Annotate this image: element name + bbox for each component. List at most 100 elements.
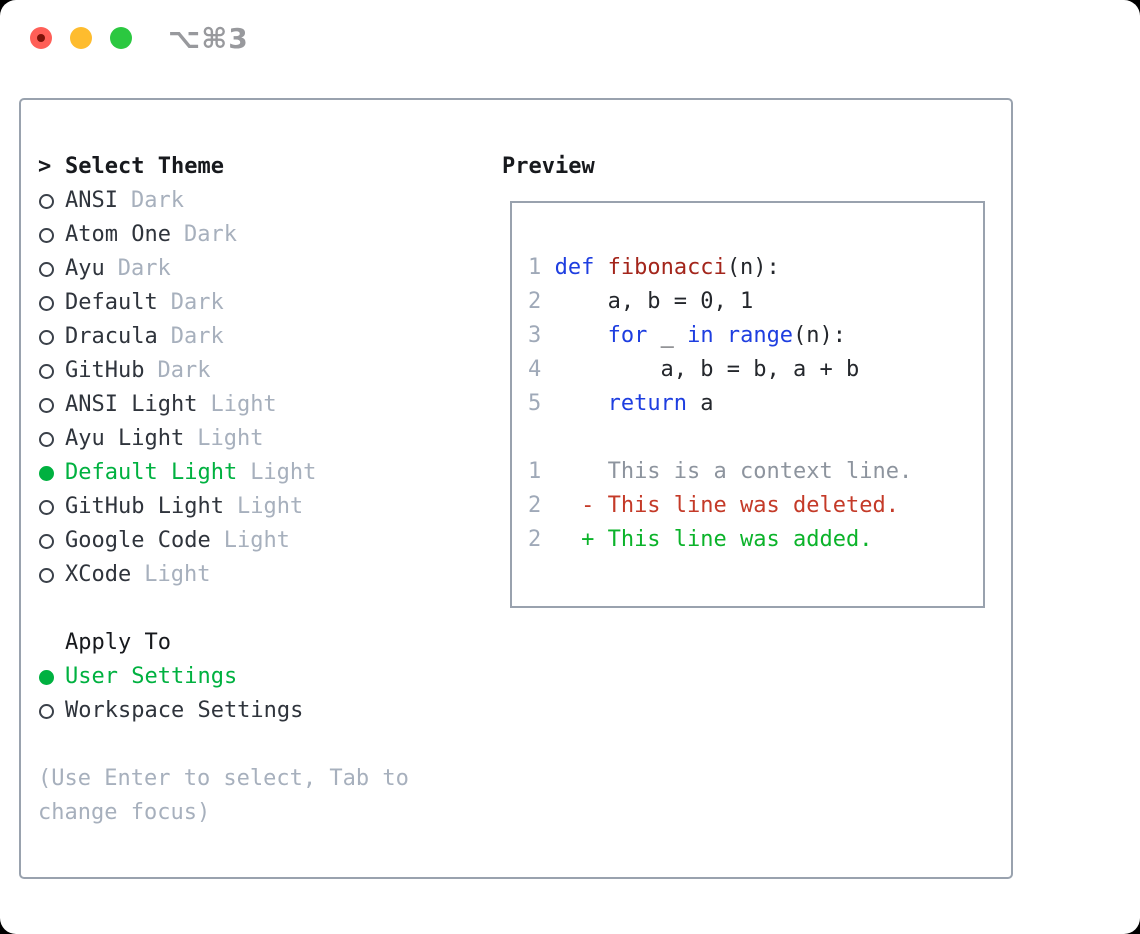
radio-selected-icon <box>39 465 54 481</box>
code-token: _ <box>647 323 688 348</box>
code-token: in <box>687 323 714 348</box>
theme-variant-tag: Light <box>223 528 290 553</box>
theme-item-ayu-light[interactable]: Ayu Light Light <box>38 422 409 456</box>
theme-item-label: Default <box>65 290 158 315</box>
theme-item-github[interactable]: GitHub Dark <box>38 354 409 388</box>
minimize-button[interactable] <box>70 27 92 49</box>
apply-option-user-settings[interactable]: User Settings <box>38 660 409 694</box>
code-line <box>528 421 983 455</box>
hint-text-line-2: change focus) <box>38 800 211 825</box>
line-number <box>528 421 541 455</box>
titlebar: ⌥⌘3 <box>0 0 1140 75</box>
code-line: 1 This is a context line. <box>528 455 983 489</box>
theme-item-label: ANSI <box>65 188 118 213</box>
theme-item-label: Default Light <box>65 460 238 485</box>
code-token: a, b = b, a + b <box>554 357 860 382</box>
radio-icon <box>39 499 54 515</box>
window-title: ⌥⌘3 <box>168 22 249 55</box>
theme-item-atom-one[interactable]: Atom One Dark <box>38 218 409 252</box>
code-token: - This line was deleted. <box>554 493 899 518</box>
code-token: (n): <box>793 323 847 348</box>
preview-title: Preview <box>502 154 595 179</box>
code-line: 2 a, b = 0, 1 <box>528 285 983 319</box>
radio-icon <box>39 227 54 243</box>
theme-item-label: Atom One <box>65 222 171 247</box>
code-token: for <box>607 323 648 348</box>
code-token: def <box>554 255 595 280</box>
theme-variant-tag: Light <box>197 426 264 451</box>
theme-variant-tag: Dark <box>170 324 224 349</box>
code-token: a, b = 0, 1 <box>554 289 754 314</box>
code-token: This is a context line. <box>554 459 913 484</box>
theme-variant-tag: Dark <box>183 222 237 247</box>
apply-to-header: Apply To <box>38 626 409 660</box>
theme-item-ansi[interactable]: ANSI Dark <box>38 184 409 218</box>
radio-icon <box>39 703 54 719</box>
theme-item-label: GitHub Light <box>65 494 224 519</box>
theme-item-label: Dracula <box>65 324 158 349</box>
theme-variant-tag: Light <box>236 494 304 519</box>
code-token <box>594 251 607 285</box>
theme-item-label: XCode <box>65 562 132 587</box>
radio-icon <box>39 567 54 583</box>
theme-item-label: GitHub <box>65 358 145 383</box>
line-number: 1 <box>528 255 542 280</box>
line-number: 4 <box>528 357 542 382</box>
theme-variant-tag: Dark <box>170 290 224 315</box>
radio-icon <box>39 329 54 345</box>
line-number: 2 <box>528 493 542 518</box>
code-token: range <box>726 323 794 348</box>
theme-variant-tag: Light <box>144 562 211 587</box>
theme-variant-tag: Dark <box>130 188 184 213</box>
spacer-row <box>38 728 409 762</box>
select-theme-title: Select Theme <box>65 154 224 179</box>
theme-item-ayu[interactable]: Ayu Dark <box>38 252 409 286</box>
theme-variant-tag: Dark <box>157 358 211 383</box>
theme-item-label: ANSI Light <box>65 392 198 417</box>
select-theme-header: > Select Theme <box>38 150 409 184</box>
code-line: 3 for _ in range(n): <box>528 319 983 353</box>
theme-item-xcode[interactable]: XCode Light <box>38 558 409 592</box>
radio-icon <box>39 397 54 413</box>
theme-item-ansi-light[interactable]: ANSI Light Light <box>38 388 409 422</box>
line-number: 2 <box>528 527 542 552</box>
theme-item-github-light[interactable]: GitHub Light Light <box>38 490 409 524</box>
line-number: 3 <box>528 323 542 348</box>
apply-option-label: Workspace Settings <box>65 698 304 723</box>
hint-text-line-1: (Use Enter to select, Tab to <box>38 766 409 791</box>
theme-item-label: Google Code <box>65 528 211 553</box>
close-button[interactable] <box>30 27 52 49</box>
radio-icon <box>39 533 54 549</box>
theme-variant-tag: Light <box>250 460 317 485</box>
code-token: return <box>607 391 688 416</box>
code-line: 2 + This line was added. <box>528 523 983 557</box>
line-number: 1 <box>528 459 542 484</box>
spacer-row <box>38 592 409 626</box>
theme-variant-tag: Light <box>210 392 277 417</box>
theme-item-default-light[interactable]: Default Light Light <box>38 456 409 490</box>
theme-variant-tag: Dark <box>117 256 171 281</box>
code-token: (n): <box>726 255 780 280</box>
radio-icon <box>39 193 54 209</box>
theme-item-google-code[interactable]: Google Code Light <box>38 524 409 558</box>
radio-icon <box>39 431 54 447</box>
prompt-icon: > <box>38 154 52 179</box>
theme-item-label: Ayu <box>65 256 105 281</box>
zoom-button[interactable] <box>110 27 132 49</box>
theme-item-dracula[interactable]: Dracula Dark <box>38 320 409 354</box>
radio-icon <box>39 363 54 379</box>
code-token <box>555 319 608 353</box>
apply-option-workspace-settings[interactable]: Workspace Settings <box>38 694 409 728</box>
line-number: 5 <box>528 391 542 416</box>
theme-item-label: Ayu Light <box>65 426 185 451</box>
code-token: fibonacci <box>607 255 727 280</box>
code-line: 1 def fibonacci(n): <box>528 251 983 285</box>
code-line: 2 - This line was deleted. <box>528 489 983 523</box>
theme-item-default[interactable]: Default Dark <box>38 286 409 320</box>
code-token: + This line was added. <box>554 527 873 552</box>
